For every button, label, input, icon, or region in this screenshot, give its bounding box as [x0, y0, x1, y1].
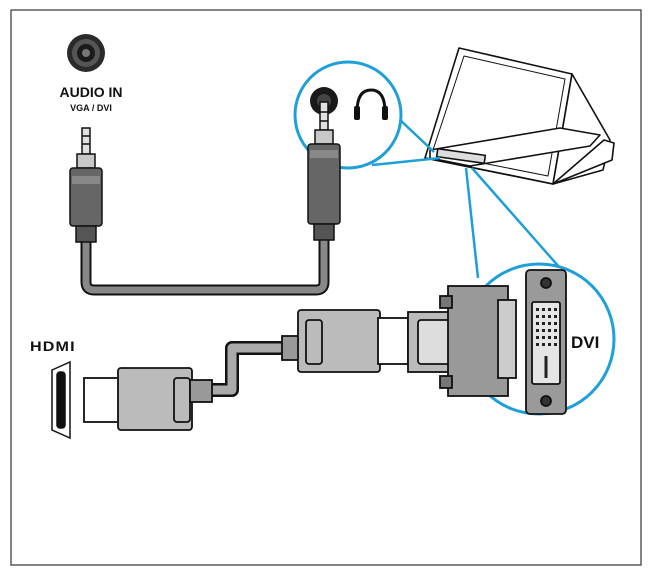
hdmi-plug-left [83, 367, 213, 431]
hdmi-cable [212, 341, 282, 397]
hdmi-port [51, 360, 71, 440]
hdmi-dvi-adapter [407, 285, 517, 397]
diagram-border [10, 9, 642, 566]
dvi-label: DVI [571, 333, 600, 352]
laptop [424, 47, 615, 185]
audio-cable [80, 234, 330, 296]
laptop-ports [435, 147, 487, 165]
hdmi-plug-right [281, 309, 409, 373]
audio-in-label: AUDIO IN [59, 84, 123, 100]
headphone-icon [354, 88, 388, 120]
callout-lines [371, 117, 561, 279]
audio-plug-right [307, 101, 341, 241]
audio-plug-left [69, 127, 103, 243]
audio-in-sublabel: VGA / DVI [70, 103, 112, 113]
dvi-port [525, 269, 567, 415]
hdmi-label: HDMI [30, 338, 76, 354]
audio-in-port [67, 34, 105, 72]
